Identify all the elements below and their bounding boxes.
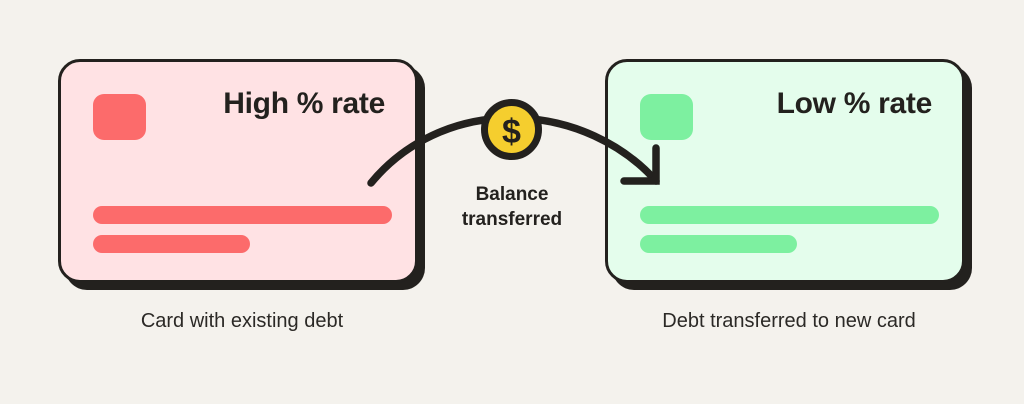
credit-card-new: Low % rate: [605, 59, 965, 283]
card-right-detail-bar-short: [640, 235, 797, 253]
caption-left: Card with existing debt: [140, 310, 344, 332]
card-left-detail-bar-short: [93, 235, 250, 253]
card-right-detail-bar-long: [640, 206, 939, 224]
caption-right: Debt transferred to new card: [662, 310, 916, 332]
transfer-label-line1: Balance: [475, 184, 549, 205]
card-left-title: High % rate: [223, 87, 385, 120]
balance-transferred-label: Balance transferred: [412, 182, 612, 232]
card-chip-icon: [93, 94, 146, 140]
card-chip-icon: [640, 94, 693, 140]
card-right-title: Low % rate: [776, 87, 933, 120]
credit-card-existing-debt: High % rate: [58, 59, 418, 283]
coin-dollar-symbol: $: [502, 113, 521, 151]
dollar-coin-icon: $: [481, 99, 542, 160]
card-left-detail-bar-long: [93, 206, 392, 224]
transfer-label-line2: transferred: [461, 209, 563, 231]
